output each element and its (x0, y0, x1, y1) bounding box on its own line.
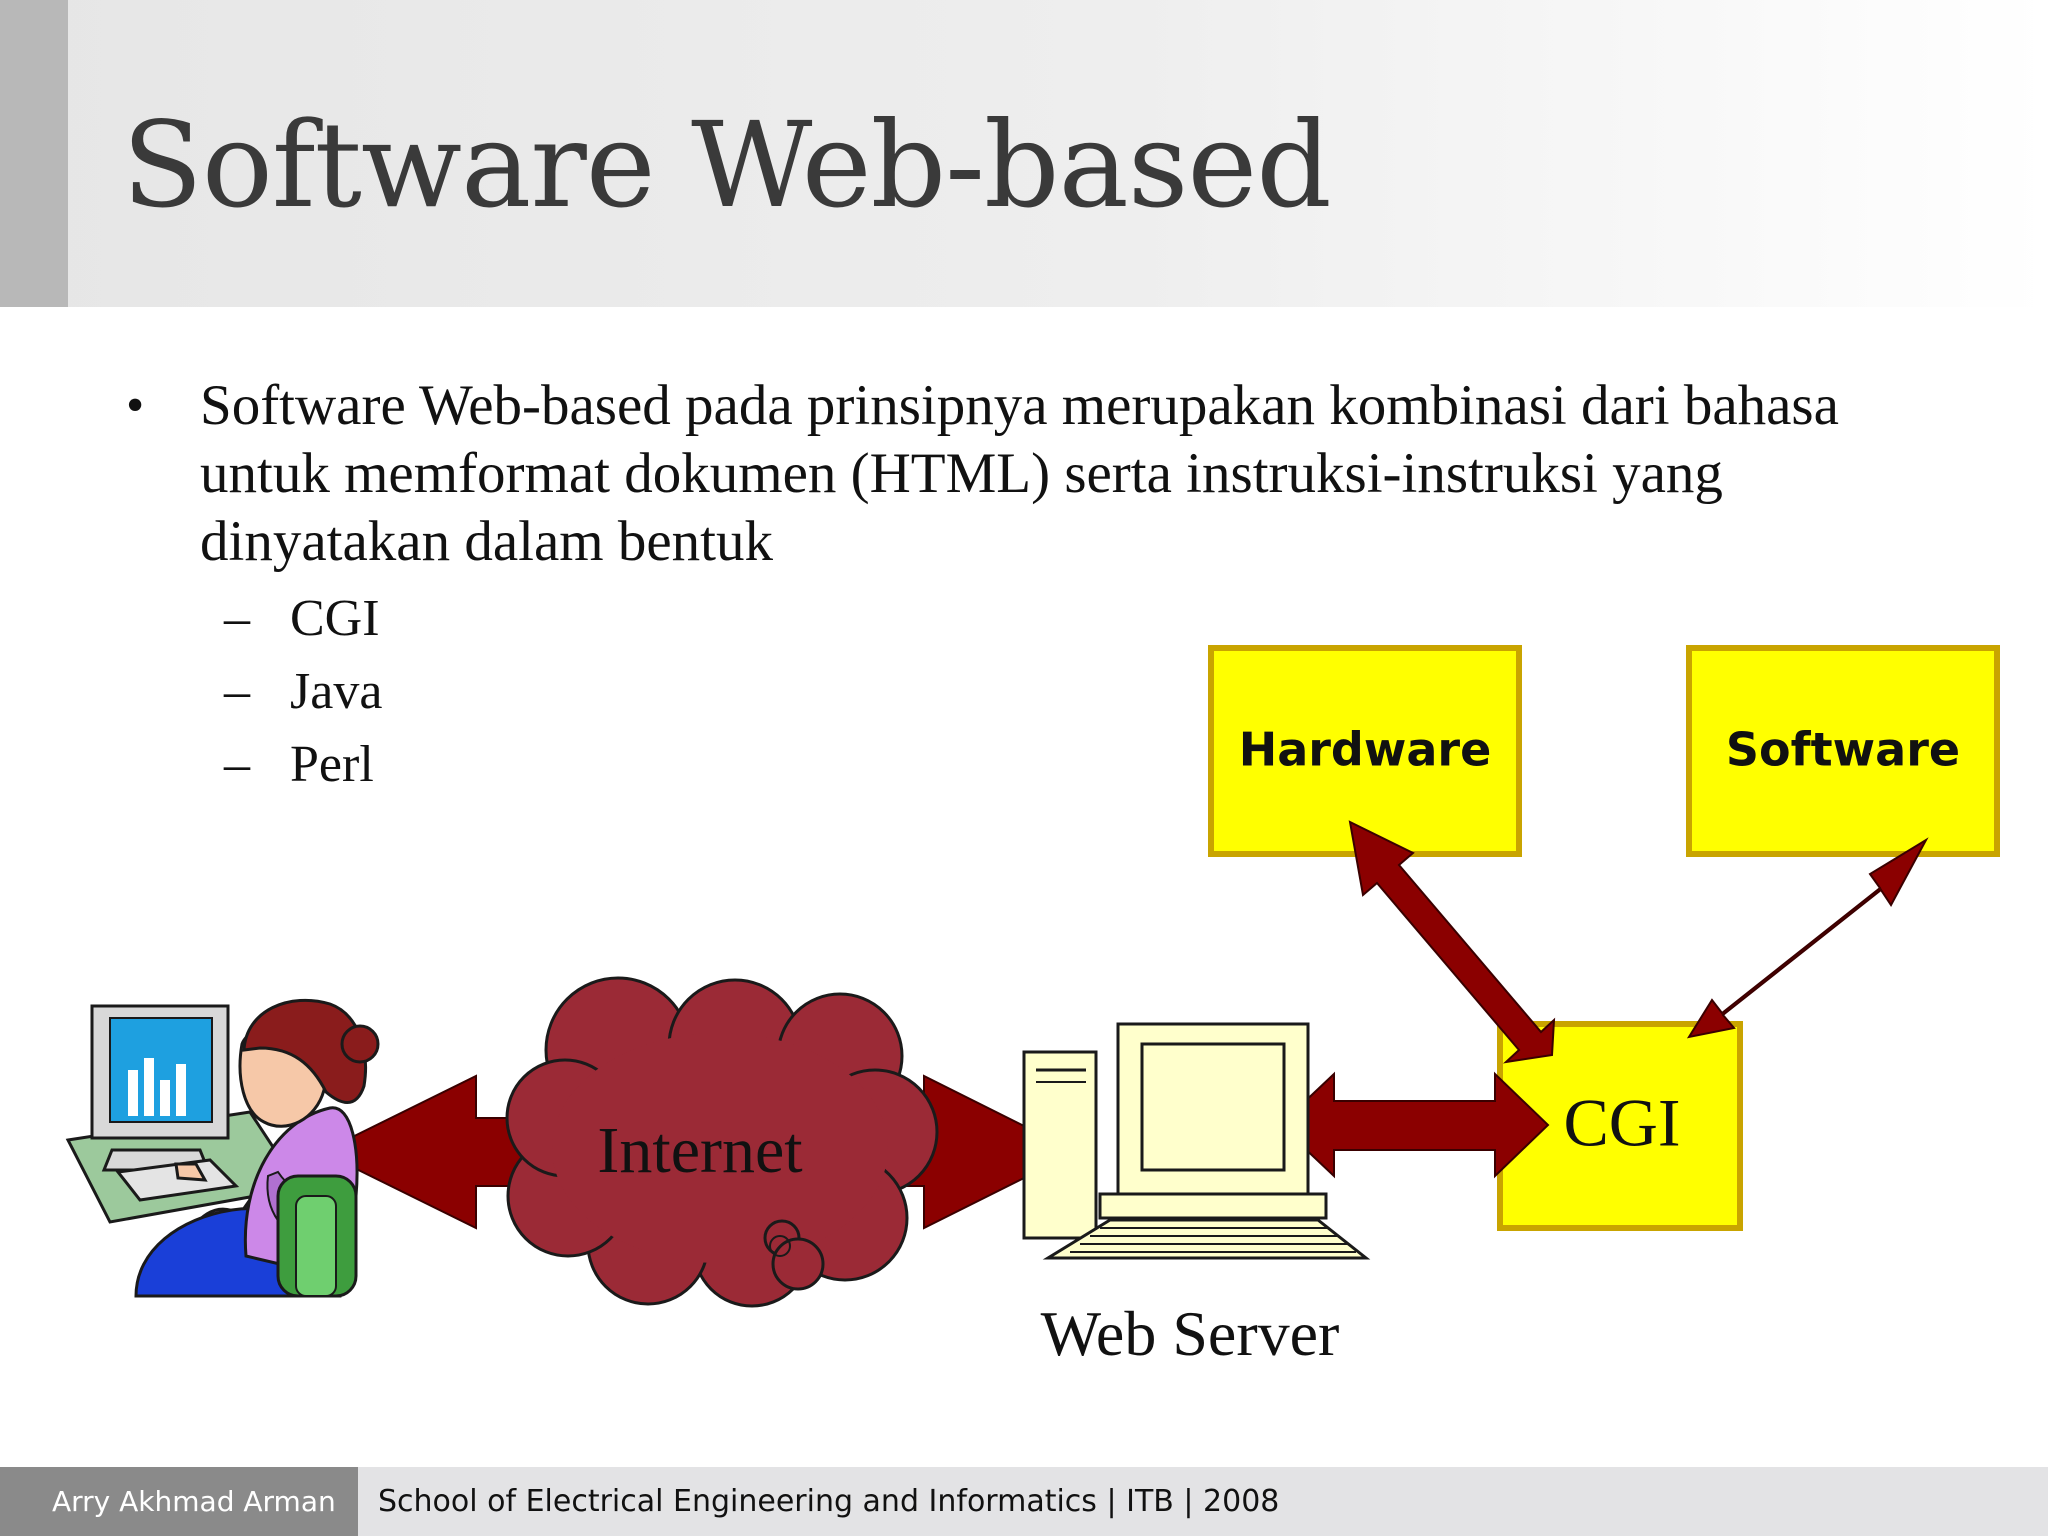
sub-item-label: CGI (290, 590, 380, 647)
hardware-label: Hardware (1239, 723, 1492, 777)
internet-cloud-icon: Internet (505, 976, 939, 1308)
bullet-text: Software Web-based pada prinsipnya merup… (200, 374, 1839, 573)
sub-dash: – (224, 663, 250, 720)
sub-item-cgi: –CGI (118, 582, 1938, 655)
user-computer-icon (65, 998, 380, 1298)
hardware-cgi-arrow (1348, 820, 1556, 1064)
hardware-box: Hardware (1208, 645, 1522, 857)
slide-title: Software Web-based (122, 96, 1332, 234)
web-server-label: Web Server (1041, 1298, 1340, 1369)
sub-dash: – (224, 736, 250, 793)
title-accent-bar (0, 0, 68, 307)
sub-item-label: Perl (290, 736, 374, 793)
software-cgi-arrow (1686, 837, 1929, 1039)
bullet-dot: • (126, 377, 145, 434)
footer-institution: School of Electrical Engineering and Inf… (378, 1484, 1280, 1519)
software-label: Software (1726, 723, 1960, 777)
web-server-computer-icon (1022, 1022, 1371, 1260)
footer-author: Arry Akhmad Arman (0, 1467, 358, 1536)
title-band (0, 0, 2048, 307)
cgi-label: CGI (1563, 1085, 1680, 1161)
webserver-cgi-arrow (1278, 1071, 1550, 1179)
sub-item-java: –Java (118, 655, 1938, 728)
sub-list: –CGI –Java –Perl (118, 582, 1938, 801)
sub-item-label: Java (290, 663, 383, 720)
sub-item-perl: –Perl (118, 728, 1938, 801)
internet-label: Internet (597, 1114, 802, 1187)
sub-dash: – (224, 590, 250, 647)
bullet-item: • Software Web-based pada prinsipnya mer… (118, 372, 1938, 576)
slide-content: • Software Web-based pada prinsipnya mer… (118, 372, 1938, 801)
software-box: Software (1686, 645, 2000, 857)
footer: Arry Akhmad Arman School of Electrical E… (0, 1467, 2048, 1536)
